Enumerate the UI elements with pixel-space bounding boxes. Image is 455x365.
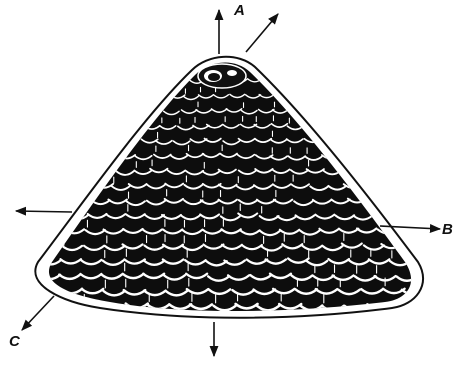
arrow-a-diagonal — [246, 14, 278, 52]
cell-edge — [0, 304, 16, 309]
arrow-left — [16, 211, 72, 212]
cell-edge — [18, 289, 39, 293]
label-a: A — [234, 3, 245, 18]
label-b: B — [442, 222, 453, 237]
cell-edge — [425, 290, 446, 294]
cell-edge — [15, 305, 37, 310]
arrow-c-diagonal — [22, 296, 54, 330]
cell-edge — [434, 304, 455, 309]
label-c: C — [9, 334, 20, 349]
cell-edge — [58, 306, 80, 311]
apex-cap — [198, 64, 246, 88]
cell-edge — [411, 306, 433, 311]
